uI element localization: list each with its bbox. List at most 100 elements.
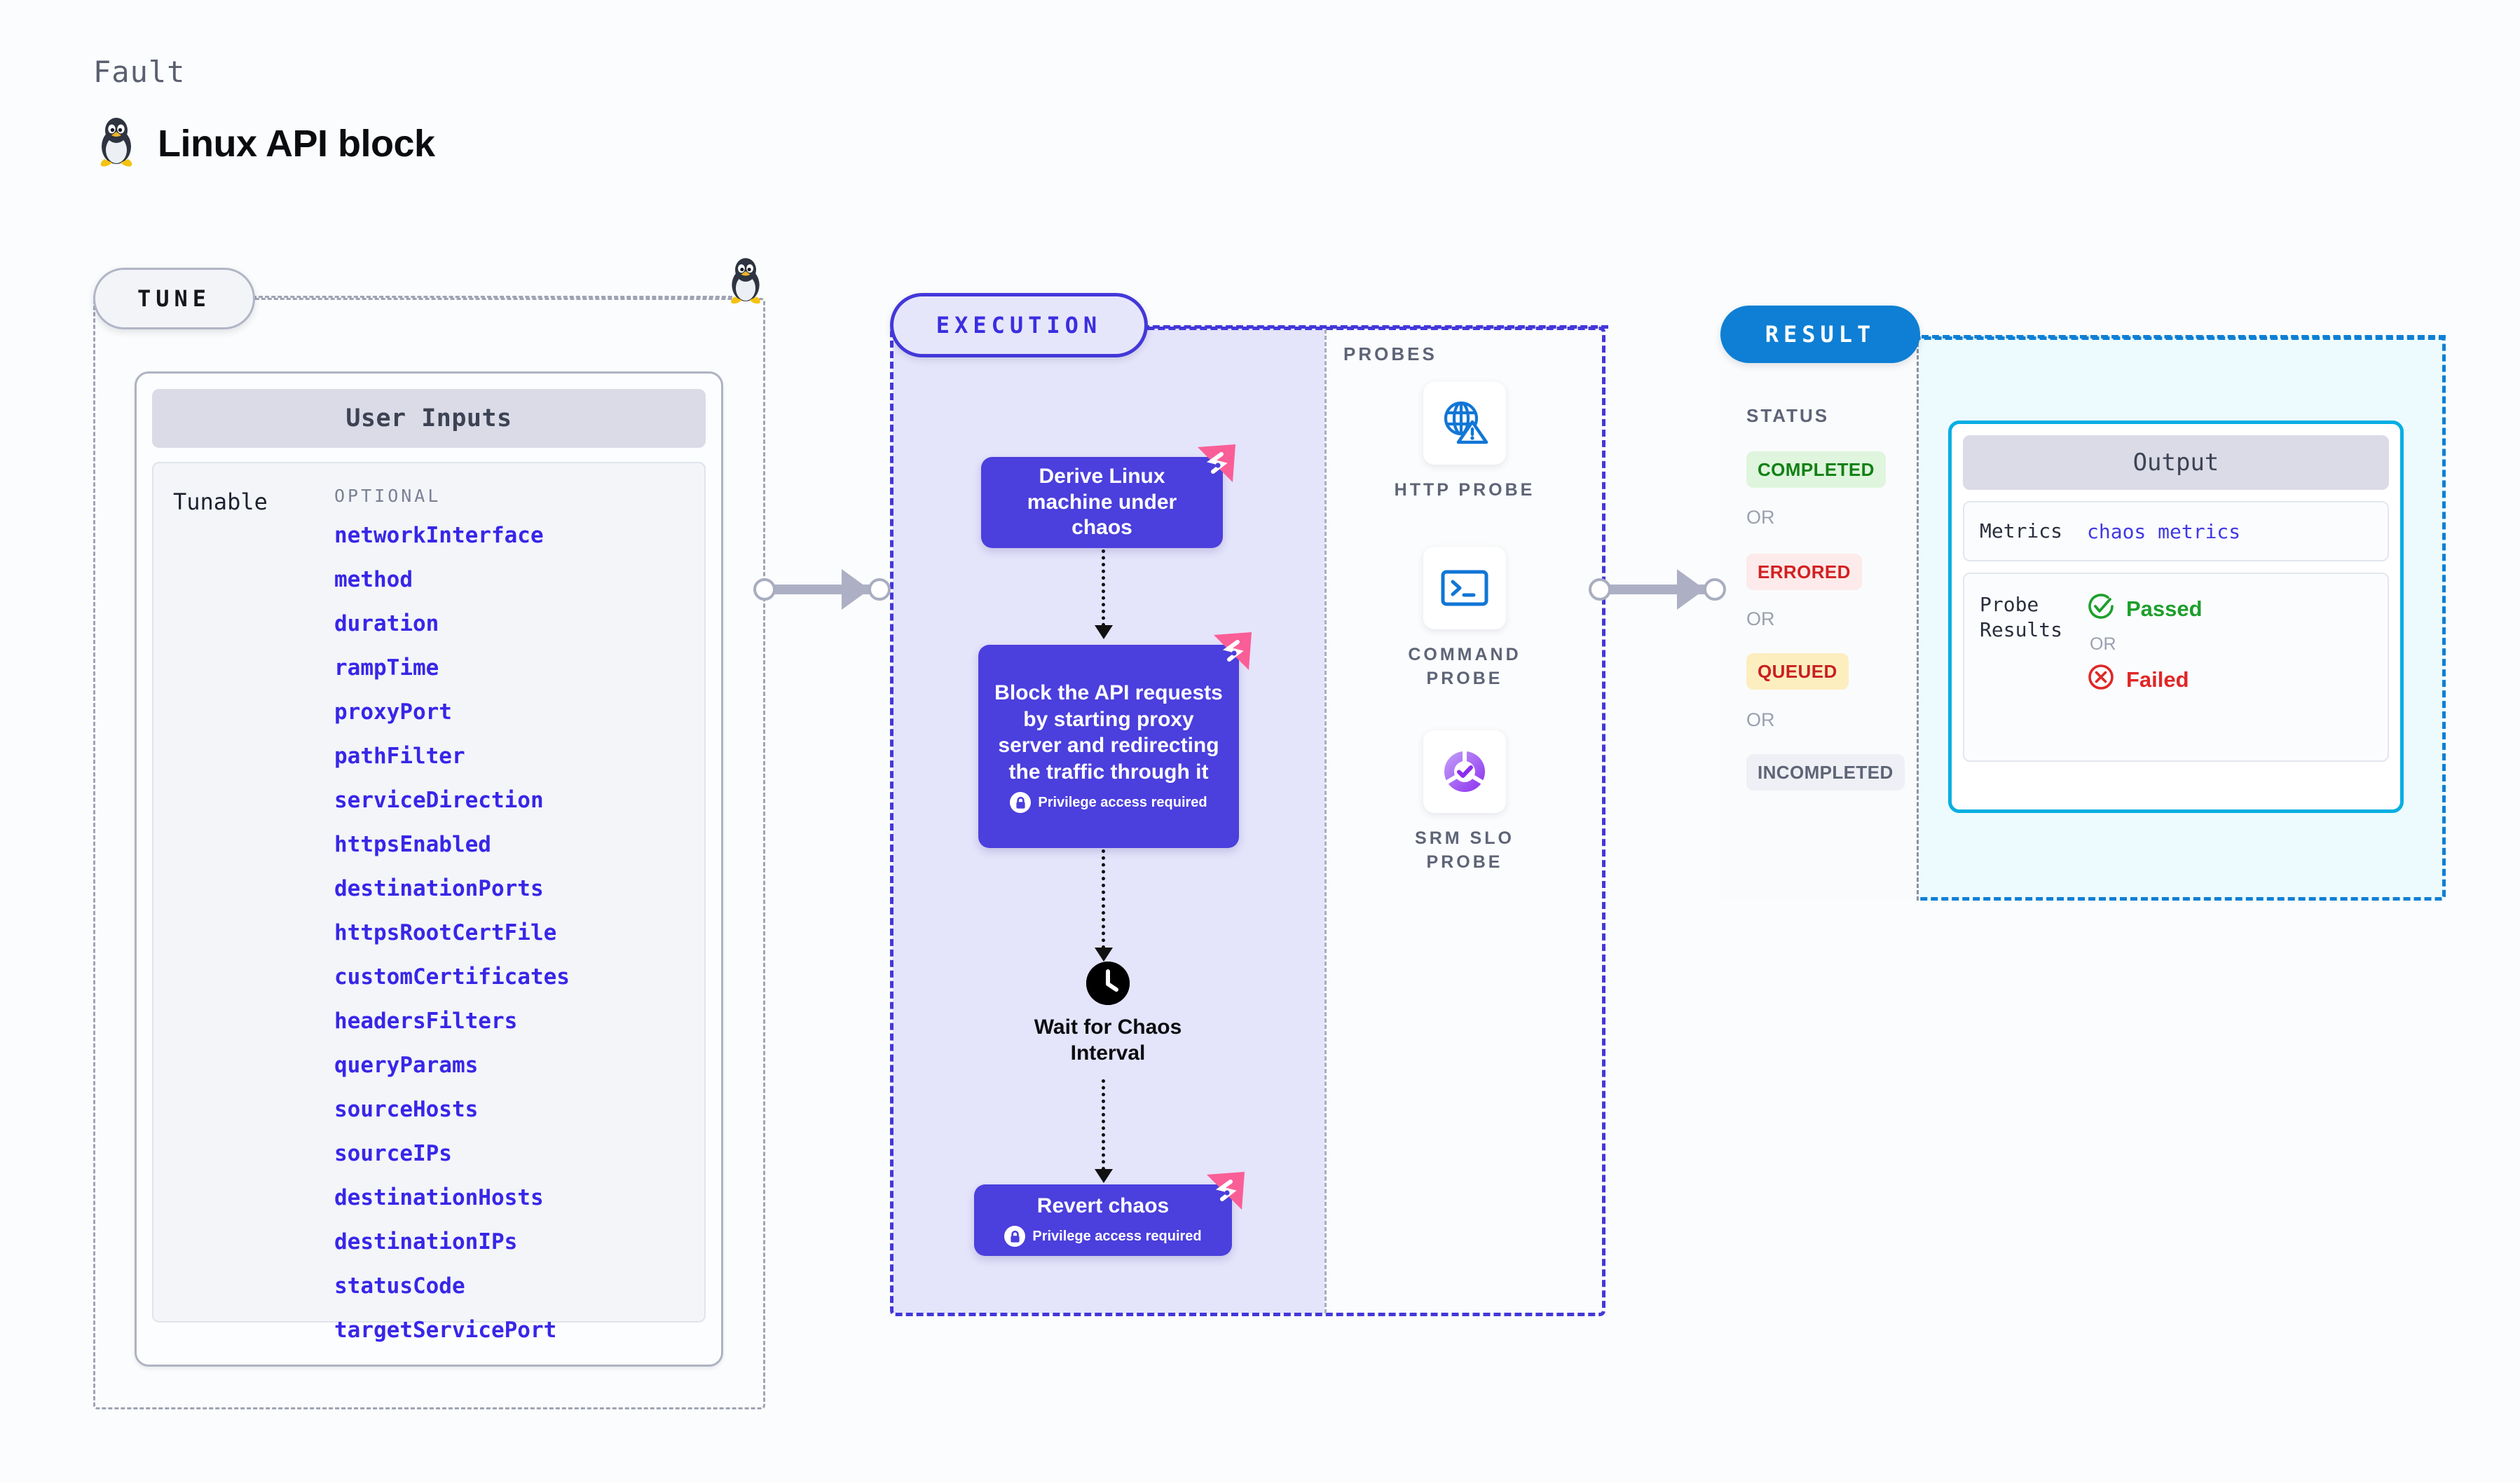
execution-section-pill[interactable]: EXECUTION xyxy=(890,293,1148,357)
execution-probes-divider xyxy=(1324,329,1327,1313)
tune-dashed-connector-line xyxy=(252,296,732,298)
output-probe-results-key: Probe Results xyxy=(1964,574,2087,760)
tunable-param[interactable]: rampTime xyxy=(334,655,439,681)
execution-node-revert-chaos[interactable]: Revert chaos Privilege access required xyxy=(974,1172,1245,1256)
tunable-param[interactable]: sourceIPs xyxy=(334,1141,452,1166)
tunable-param[interactable]: httpsEnabled xyxy=(334,832,491,857)
privilege-notice-text: Privilege access required xyxy=(1038,794,1207,810)
probes-caption: PROBES xyxy=(1343,343,1437,364)
check-circle-icon xyxy=(2087,592,2115,626)
tunable-param[interactable]: networkInterface xyxy=(334,523,544,548)
probe-result-or: OR xyxy=(2090,634,2116,654)
privilege-notice: Privilege access required xyxy=(1004,1226,1202,1247)
probe-result-failed-label: Failed xyxy=(2126,667,2189,692)
probe-result-failed: Failed xyxy=(2087,663,2388,697)
tunable-param[interactable]: proxyPort xyxy=(334,699,452,725)
output-metrics-key: Metrics xyxy=(1980,519,2063,542)
user-inputs-title: User Inputs xyxy=(152,389,706,448)
status-badge-label: ERRORED xyxy=(1758,561,1851,582)
tunable-param[interactable]: httpsRootCertFile xyxy=(334,920,557,945)
execution-node-derive-machine[interactable]: Derive Linux machine under chaos xyxy=(981,444,1235,548)
wait-label-line2: Interval xyxy=(1070,1041,1146,1065)
tunable-param[interactable]: sourceHosts xyxy=(334,1097,479,1122)
probe-result-passed: Passed xyxy=(2087,592,2388,626)
globe-warning-icon xyxy=(1423,382,1506,465)
status-or-2: OR xyxy=(1746,608,1775,629)
tune-section-pill[interactable]: TUNE xyxy=(93,268,255,329)
wait-for-chaos-label: Wait for Chaos Interval xyxy=(978,1015,1238,1066)
x-circle-icon xyxy=(2087,663,2115,697)
privilege-notice-text: Privilege access required xyxy=(1032,1229,1202,1244)
connector-execution-to-result xyxy=(1589,569,1729,610)
probe-srm-slo[interactable]: SRM SLO PROBE xyxy=(1374,730,1556,875)
clock-icon xyxy=(1086,962,1130,1005)
status-badge-errored: ERRORED xyxy=(1746,554,1862,590)
fault-kicker-label: Fault xyxy=(93,55,186,89)
status-caption: STATUS xyxy=(1746,405,1830,426)
optional-caption: OPTIONAL xyxy=(334,486,441,506)
flow-arrow-3 xyxy=(1095,1079,1113,1183)
probe-label: SRM SLO PROBE xyxy=(1415,828,1514,872)
tunable-param[interactable]: pathFilter xyxy=(334,744,465,769)
probe-http[interactable]: HTTP PROBE xyxy=(1374,382,1556,503)
status-badge-label: COMPLETED xyxy=(1758,458,1875,480)
probe-results-key-line2: Results xyxy=(1980,618,2063,642)
tunable-label: Tunable xyxy=(173,488,268,515)
tune-pill-label: TUNE xyxy=(137,285,212,312)
result-pill-label: RESULT xyxy=(1765,321,1876,348)
status-badge-completed: COMPLETED xyxy=(1746,451,1886,488)
page-title: Linux API block xyxy=(158,122,435,165)
status-badge-label: INCOMPLETED xyxy=(1758,761,1894,783)
probe-label: HTTP PROBE xyxy=(1394,480,1535,500)
tunable-param[interactable]: customCertificates xyxy=(334,964,570,990)
tunable-param[interactable]: destinationHosts xyxy=(334,1185,544,1210)
execution-node-text: Derive Linux machine under chaos xyxy=(1027,465,1177,540)
privilege-notice: Privilege access required xyxy=(1010,792,1207,813)
output-probe-results-values: Passed OR Failed xyxy=(2087,574,2388,760)
terminal-icon xyxy=(1423,547,1506,629)
tunable-param[interactable]: headersFilters xyxy=(334,1009,518,1034)
status-badge-queued: QUEUED xyxy=(1746,653,1849,690)
probe-command[interactable]: COMMAND PROBE xyxy=(1374,547,1556,691)
status-or-3: OR xyxy=(1746,709,1775,730)
probe-result-passed-label: Passed xyxy=(2126,596,2203,621)
connector-tune-to-execution xyxy=(753,569,893,610)
status-badge-incompleted: INCOMPLETED xyxy=(1746,754,1905,791)
tunable-parameter-list: OPTIONAL networkInterface method duratio… xyxy=(334,463,704,1341)
output-metrics-row: Metrics chaos metrics xyxy=(1963,501,2389,561)
flow-arrow-2 xyxy=(1095,849,1113,962)
chaos-ribbon-icon xyxy=(1204,1169,1247,1212)
execution-pill-label: EXECUTION xyxy=(936,312,1102,339)
execution-dashed-connector-line xyxy=(1142,325,1608,329)
result-section-pill[interactable]: RESULT xyxy=(1720,306,1920,363)
chaos-ribbon-icon xyxy=(1195,442,1238,485)
tunable-param[interactable]: method xyxy=(334,567,413,592)
lock-icon xyxy=(1010,792,1032,813)
tune-section-boundary xyxy=(93,298,765,1409)
tunable-param[interactable]: duration xyxy=(334,611,439,636)
output-metrics-value[interactable]: chaos metrics xyxy=(2087,519,2241,543)
execution-node-text: Revert chaos xyxy=(1036,1194,1170,1217)
output-probe-results-row: Probe Results Passed OR xyxy=(1963,573,2389,762)
tunable-panel: Tunable OPTIONAL networkInterface method… xyxy=(152,462,706,1341)
linux-penguin-marker-icon xyxy=(725,256,766,308)
tunable-param[interactable]: targetServicePort xyxy=(334,1318,557,1343)
execution-node-text: Block the API requests by starting proxy… xyxy=(994,681,1223,784)
tunable-param[interactable]: destinationPorts xyxy=(334,876,544,901)
probe-label: COMMAND PROBE xyxy=(1408,645,1521,688)
tunable-param[interactable]: queryParams xyxy=(334,1053,479,1078)
linux-penguin-icon xyxy=(95,116,138,171)
tunable-param[interactable]: destinationIPs xyxy=(334,1229,518,1255)
result-status-column xyxy=(1719,336,1919,901)
execution-node-block-api[interactable]: Block the API requests by starting proxy… xyxy=(978,632,1252,848)
output-card: Output Metrics chaos metrics Probe Resul… xyxy=(1948,421,2404,813)
page-title-row: Linux API block xyxy=(95,116,435,171)
user-inputs-card: User Inputs Tunable OPTIONAL networkInte… xyxy=(135,371,723,1367)
flow-arrow-1 xyxy=(1095,549,1113,639)
tunable-param[interactable]: serviceDirection xyxy=(334,788,544,813)
wait-label-line1: Wait for Chaos xyxy=(1034,1016,1182,1039)
result-dashed-connector-line xyxy=(1922,335,2446,339)
lock-icon xyxy=(1004,1226,1026,1247)
status-or-1: OR xyxy=(1746,507,1775,528)
tunable-param[interactable]: statusCode xyxy=(334,1273,465,1299)
